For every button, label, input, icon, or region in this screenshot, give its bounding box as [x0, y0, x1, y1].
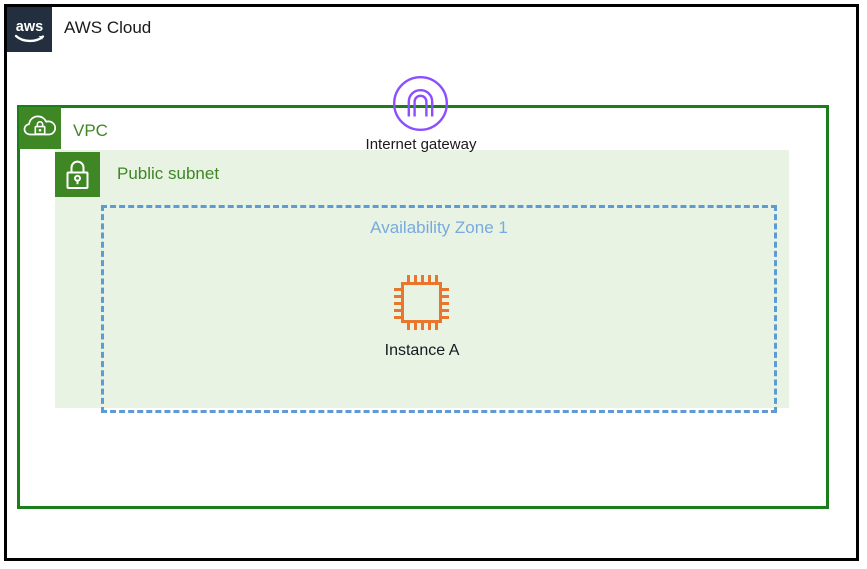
availability-zone-boundary	[101, 205, 777, 413]
padlock-icon	[55, 152, 100, 197]
instance-label: Instance A	[384, 342, 460, 359]
public-subnet-label: Public subnet	[117, 164, 220, 183]
svg-text:aws: aws	[16, 19, 43, 35]
vpc-label: VPC	[73, 121, 108, 140]
vpc-boundary	[17, 105, 829, 509]
availability-zone-label: Availability Zone 1	[370, 218, 508, 237]
aws-cloud-boundary	[4, 4, 859, 561]
vpc-cloud-lock-icon	[19, 107, 61, 149]
ec2-instance-chip-icon	[390, 271, 453, 334]
aws-logo-icon: aws	[7, 7, 52, 52]
internet-gateway-icon	[392, 75, 449, 132]
internet-gateway-label: Internet gateway	[365, 136, 477, 153]
aws-cloud-label: AWS Cloud	[64, 18, 152, 37]
